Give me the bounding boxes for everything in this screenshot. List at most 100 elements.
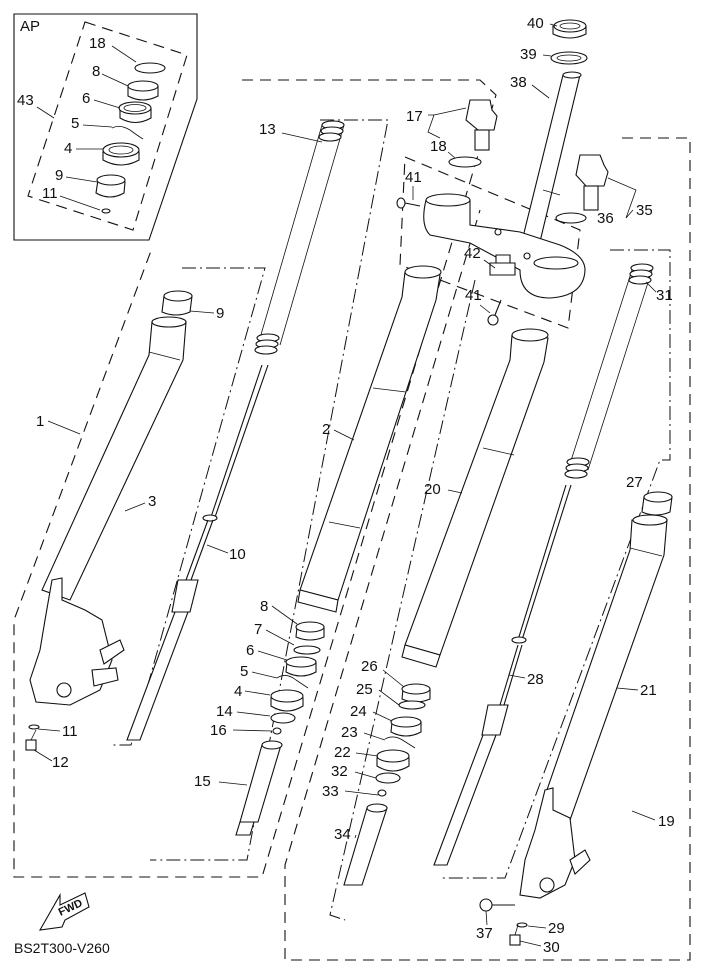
callout-40: 40 [527,15,544,32]
callout-27: 27 [626,474,643,491]
callout-4: 4 [64,140,72,157]
outer-tube-left-part [41,316,187,601]
callout-17: 17 [406,108,423,125]
callouts-main: 1 2 3 4 5 6 7 8 9 10 11 12 13 14 15 16 1… [33,15,675,956]
callout-7: 7 [254,621,262,638]
callout-13: 13 [259,121,276,138]
inset-ap-panel: AP 18 8 6 5 4 9 [13,13,198,241]
seal-ring-part [102,142,140,166]
pinch-bolt-right-part [479,898,515,912]
callout-35: 35 [636,202,653,219]
callout-31: 31 [656,287,673,304]
callout-39: 39 [520,46,537,63]
callout-9: 9 [55,167,63,184]
callout-32: 32 [331,763,348,780]
callout-20: 20 [424,481,441,498]
callout-19: 19 [658,813,675,830]
cable-guide-part [489,254,516,276]
washer-right-part [516,922,528,928]
bearing-part [550,51,588,65]
axle-holder-left-part [29,577,125,706]
diagram-code: BS2T300-V260 [14,940,110,956]
axle-holder-right-part [519,787,591,899]
callout-42: 42 [464,245,481,262]
inner-tube-right-part [401,328,549,668]
washer-left-part [28,724,40,730]
o-ring-cap-right-part [555,212,587,224]
callout-25: 25 [356,681,373,698]
right-inner-group-outline [440,249,671,879]
seal-stack-right [375,683,431,797]
clip-part [111,126,144,140]
callout-6-main: 6 [246,642,254,659]
cap-bolt-right-part [575,154,609,211]
callout-5: 5 [71,115,79,132]
callout-2: 2 [322,421,330,438]
callout-28: 28 [527,671,544,688]
callout-38: 38 [510,74,527,91]
callout-23: 23 [341,724,358,741]
bracket-group-outline [399,156,581,329]
spring-right-part [564,263,654,479]
inner-tube-left-part [297,265,442,613]
callout-3: 3 [148,493,156,510]
bolt-41-bottom-part [487,299,502,326]
callout-14: 14 [216,703,233,720]
callout-18-main: 18 [430,138,447,155]
callout-22: 22 [334,744,351,761]
callout-36: 36 [597,210,614,227]
right-damper-group-outline [329,279,476,921]
callout-16: 16 [210,722,227,739]
cap-bolt-left-part [465,99,498,151]
callout-4-main: 4 [234,683,242,700]
callout-11: 11 [42,185,58,202]
sleeve-left-part [235,740,283,836]
bearing-top-part [552,19,587,39]
callout-10: 10 [229,546,246,563]
o-ring-cap-left-part [448,156,482,168]
callout-18: 18 [89,35,106,52]
callout-8: 8 [92,63,100,80]
bolt-right-part [509,924,521,946]
callout-43: 43 [17,92,34,109]
seal-stack-left [270,621,325,735]
callout-24: 24 [350,703,367,720]
damper-rod-left-part [126,364,269,741]
callout-30: 30 [543,939,560,956]
bolt-left-part [25,729,37,751]
slide-bushing-left-part [161,290,193,316]
callout-6: 6 [82,90,90,107]
fwd-arrow-icon: FWD [38,892,90,931]
callout-9-main: 9 [216,305,224,322]
callout-5-main: 5 [240,663,248,680]
under-bracket-part [423,193,586,299]
callout-1: 1 [36,413,44,430]
damper-rod-right-part [433,484,572,866]
callout-15: 15 [194,773,211,790]
callout-37: 37 [476,925,493,942]
callout-26: 26 [361,658,378,675]
o-ring-part [134,62,166,74]
left-inner-group-outline [110,267,266,746]
callout-29: 29 [548,920,565,937]
callout-34: 34 [334,826,351,843]
right-fork-group-outline [284,137,691,961]
callout-41-top: 41 [405,169,422,186]
outer-tube-right-part [539,514,668,821]
sleeve-right-part [343,803,388,886]
left-fork-group-outline [13,79,497,878]
bushing-part [95,174,126,198]
dust-seal-part [118,101,152,124]
inset-border [13,13,198,241]
callout-12: 12 [52,754,69,771]
bolt-41-top-part [396,197,421,209]
spring-left-part [254,120,345,355]
slide-bushing-right-part [641,491,673,516]
left-damper-group-outline [150,119,389,861]
inset-kit-group-outline [27,21,188,231]
callout-41-bottom: 41 [465,287,482,304]
callout-21: 21 [640,682,657,699]
washer-part [101,208,111,214]
inset-label: AP [20,18,40,35]
